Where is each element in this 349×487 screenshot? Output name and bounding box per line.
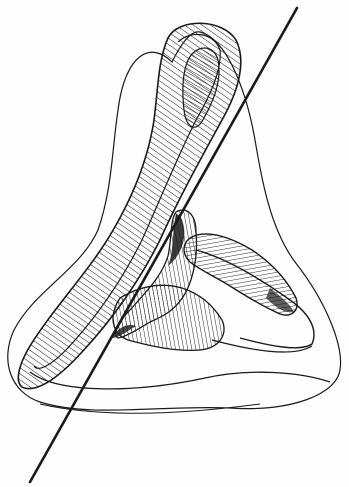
right-lobe-contour-2 — [212, 340, 312, 352]
inner-contour — [30, 372, 330, 389]
lower-body — [113, 285, 224, 350]
